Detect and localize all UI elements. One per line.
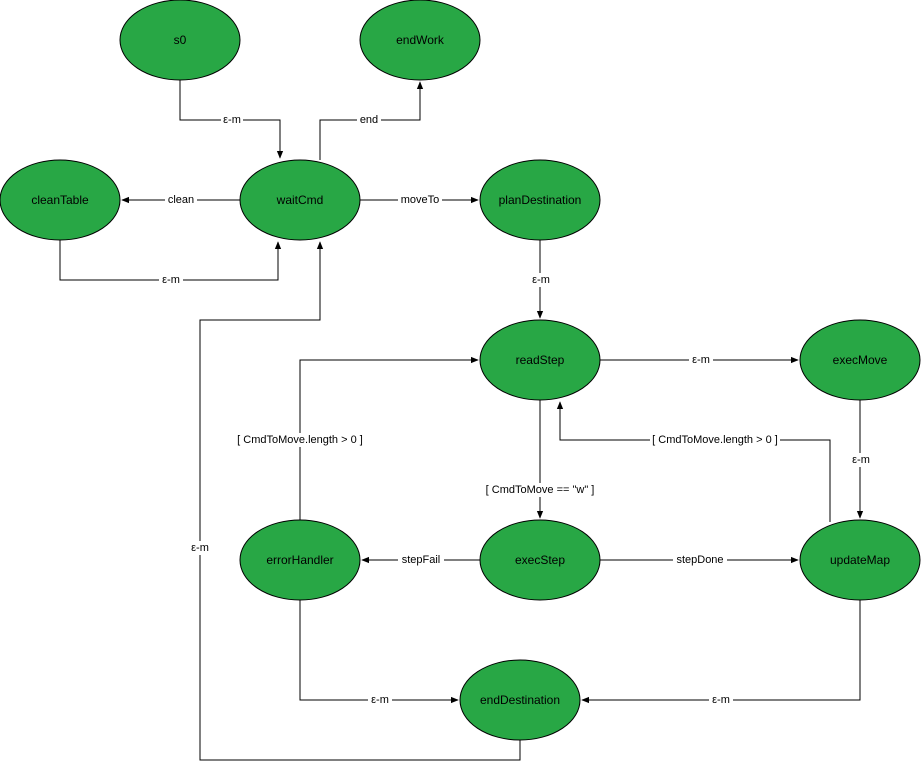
edge-execstep-updatemap: stepDone [600, 553, 799, 567]
edge-errorhandler-readstep: [ CmdToMove.length > 0 ] [234, 356, 479, 520]
edge-waitcmd-cleantable: clean [121, 193, 240, 207]
edge-label-execstep-updatemap: stepDone [676, 554, 723, 566]
edge-enddestination-waitcmd: ε-m [188, 241, 521, 761]
edge-label-errorhandler-readstep: [ CmdToMove.length > 0 ] [237, 434, 363, 446]
node-label-errorhandler: errorHandler [266, 553, 333, 567]
edge-s0-waitcmd: ε-m [179, 80, 284, 159]
edge-label-updatemap-readstep: [ CmdToMove.length > 0 ] [652, 434, 778, 446]
edge-label-updatemap-enddestination: ε-m [712, 694, 730, 706]
node-label-plandestination: planDestination [499, 193, 582, 207]
node-errorhandler[interactable]: errorHandler [239, 519, 361, 601]
node-plandestination[interactable]: planDestination [479, 159, 601, 241]
edge-label-enddestination-waitcmd: ε-m [191, 542, 209, 554]
node-cleantable[interactable]: cleanTable [0, 159, 121, 241]
edge-errorhandler-enddestination: ε-m [299, 600, 459, 707]
node-s0[interactable]: s0 [119, 0, 241, 81]
edge-plandestination-readstep: ε-m [529, 240, 553, 319]
node-label-readstep: readStep [516, 353, 565, 367]
edge-label-execstep-errorhandler: stepFail [402, 554, 441, 566]
node-label-execmove: execMove [833, 353, 888, 367]
edge-execstep-errorhandler: stepFail [361, 553, 480, 567]
edge-readstep-execmove: ε-m [600, 353, 799, 367]
node-label-cleantable: cleanTable [31, 193, 89, 207]
edge-label-errorhandler-enddestination: ε-m [371, 694, 389, 706]
node-label-execstep: execStep [515, 553, 565, 567]
edge-execmove-updatemap: ε-m [849, 400, 873, 519]
edge-label-s0-waitcmd: ε-m [223, 114, 241, 126]
edge-label-readstep-execmove: ε-m [692, 354, 710, 366]
edge-label-waitcmd-cleantable: clean [168, 194, 194, 206]
node-execmove[interactable]: execMove [799, 319, 921, 401]
edge-cleantable-waitcmd: ε-m [59, 240, 282, 287]
node-execstep[interactable]: execStep [479, 519, 601, 601]
node-endwork[interactable]: endWork [359, 0, 481, 81]
node-label-updatemap: updateMap [830, 553, 890, 567]
edge-label-plandestination-readstep: ε-m [532, 274, 550, 286]
node-updatemap[interactable]: updateMap [799, 519, 921, 601]
edge-label-waitcmd-plandestination: moveTo [401, 194, 440, 206]
edge-label-waitcmd-endwork: end [360, 114, 378, 126]
node-enddestination[interactable]: endDestination [459, 659, 581, 741]
node-waitcmd[interactable]: waitCmd [239, 159, 361, 241]
node-label-waitcmd: waitCmd [276, 193, 324, 207]
node-label-s0: s0 [174, 33, 187, 47]
edge-waitcmd-endwork: end [319, 81, 424, 160]
edge-updatemap-readstep: [ CmdToMove.length > 0 ] [556, 401, 831, 522]
edge-updatemap-enddestination: ε-m [581, 600, 861, 707]
edge-waitcmd-plandestination: moveTo [360, 193, 479, 207]
node-label-endwork: endWork [396, 33, 445, 47]
edge-readstep-execstep: [ CmdToMove == "w" ] [482, 400, 598, 519]
edge-label-cleantable-waitcmd: ε-m [162, 274, 180, 286]
node-label-enddestination: endDestination [480, 693, 560, 707]
edge-label-execmove-updatemap: ε-m [852, 454, 870, 466]
node-readstep[interactable]: readStep [479, 319, 601, 401]
edge-label-readstep-execstep: [ CmdToMove == "w" ] [486, 484, 595, 496]
